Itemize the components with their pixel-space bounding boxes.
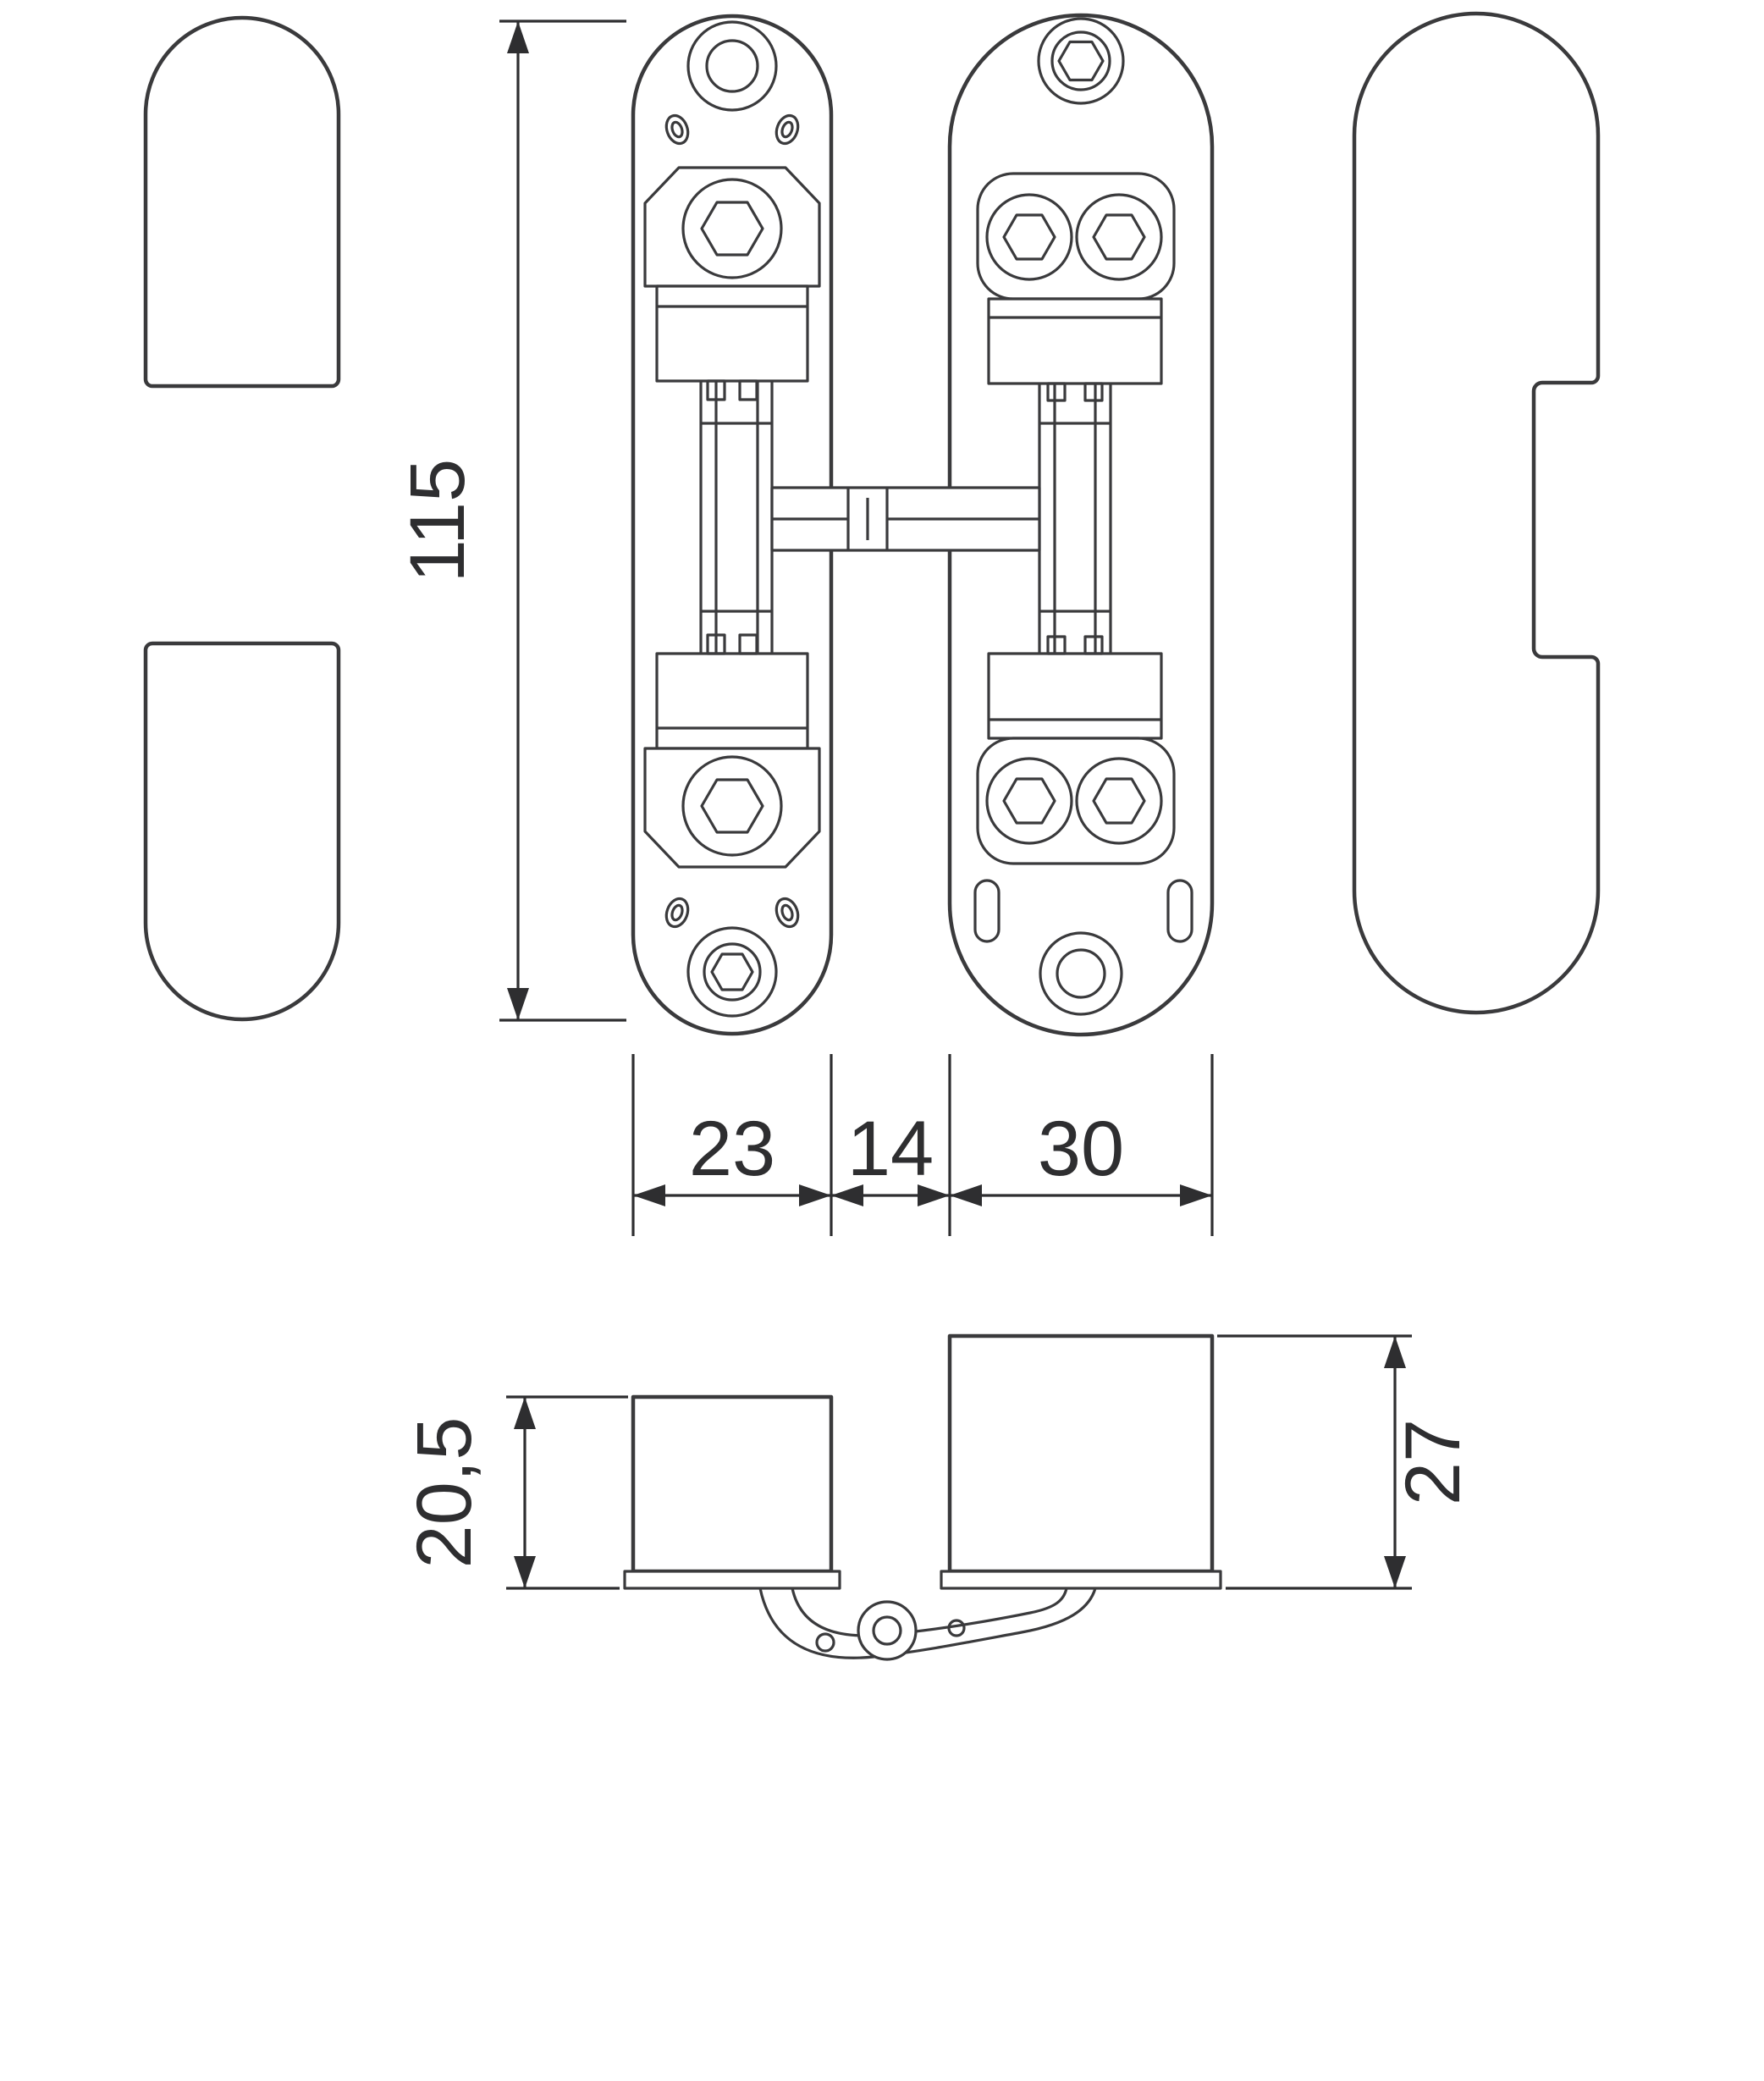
hex-bolt-icon (1075, 193, 1163, 281)
dim-label-115: 115 (394, 459, 481, 583)
hex-bolt-icon (1075, 757, 1163, 845)
dim-label-30: 30 (1038, 1106, 1124, 1192)
folded-hinge-mechanism (758, 1587, 1097, 1661)
cover-cap-top-left (143, 15, 341, 389)
dimension-overall-height: 115 (394, 19, 626, 1022)
hinge-plate-left (631, 14, 834, 1036)
cover-cap-bottom-left (143, 641, 341, 1022)
cap-section-right (947, 1333, 1215, 1574)
slot-hole (973, 879, 1001, 943)
dim-label-14: 14 (847, 1106, 934, 1192)
dimensions: 115 23 14 30 20,5 (394, 19, 1476, 1590)
dimension-left-cap-depth: 20,5 (401, 1395, 628, 1590)
hex-bolt-icon (681, 178, 783, 279)
hex-bolt-icon (681, 755, 783, 857)
dimension-right-cap-depth: 27 (1217, 1334, 1476, 1590)
hex-bolt-icon (985, 193, 1073, 281)
dim-label-20-5: 20,5 (401, 1416, 488, 1568)
cover-cap-right (1352, 11, 1601, 1015)
cap-base-right (940, 1570, 1222, 1590)
screw-hole-bottom-right (1039, 931, 1123, 1016)
dimension-width-chain: 23 14 30 (631, 1054, 1214, 1236)
dim-label-27: 27 (1390, 1419, 1476, 1505)
screw-hole-top-left (686, 20, 778, 112)
slot-hole (1166, 879, 1193, 943)
screw-hole-bottom-left (686, 926, 778, 1018)
hex-bolt-icon (985, 757, 1073, 845)
cap-base-left (623, 1570, 841, 1590)
screw-hole-top-right (1037, 17, 1125, 105)
hinge-center-link (770, 486, 1041, 552)
hinge-arm-left (699, 381, 774, 654)
dim-label-23: 23 (689, 1106, 775, 1192)
hinge-plate-right (947, 13, 1215, 1037)
cap-section-left (631, 1394, 834, 1574)
front-view (143, 11, 1601, 1037)
top-view (623, 1333, 1222, 1661)
